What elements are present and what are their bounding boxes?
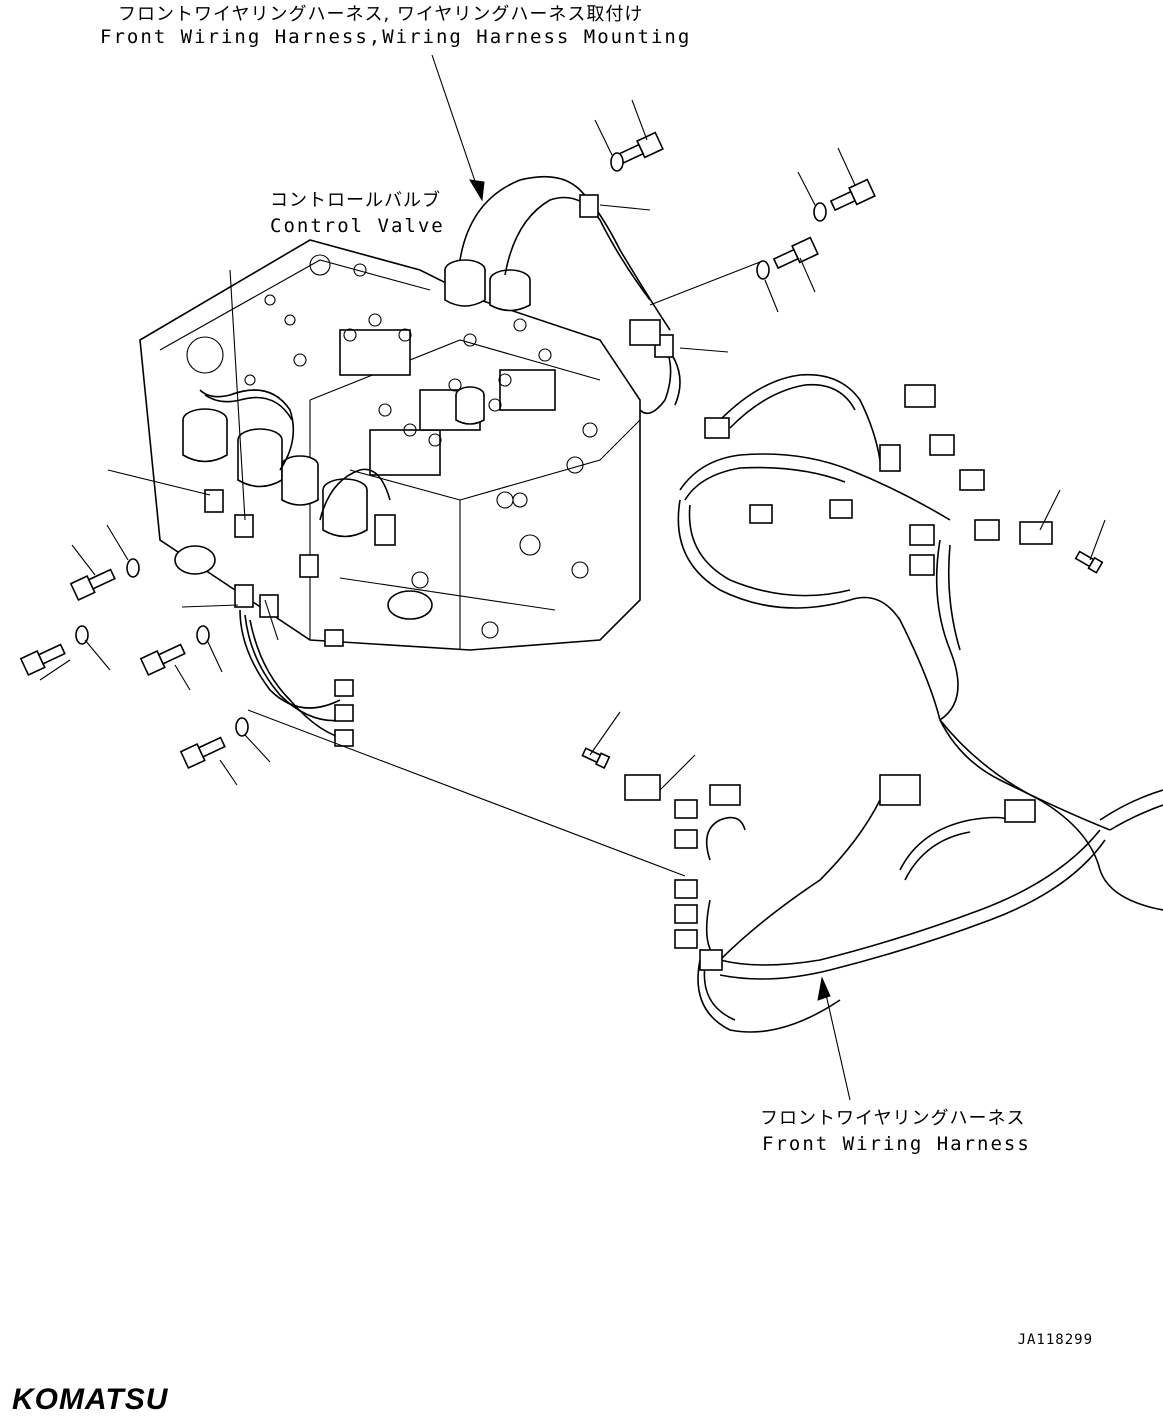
drawing-number: JA118299	[1017, 1332, 1093, 1348]
left-harness	[199, 389, 391, 747]
front-harness-label-en: Front Wiring Harness	[762, 1133, 1031, 1155]
front-harness-mounting-label-jp: フロントワイヤリングハーネス, ワイヤリングハーネス取付け	[118, 4, 644, 25]
upper-harness	[459, 175, 681, 415]
control-valve-body	[139, 239, 641, 651]
control-valve-label-en: Control Valve	[270, 215, 445, 237]
solenoid-valves	[174, 408, 433, 620]
front-harness-label-jp: フロントワイヤリングハーネス	[760, 1108, 1026, 1129]
leader-lines	[39, 54, 1106, 1101]
komatsu-logo: KOMATSU	[12, 1383, 169, 1416]
front-harness-mounting-label-en: Front Wiring Harness,Wiring Harness Moun…	[100, 26, 692, 48]
control-valve-label-jp: コントロールバルブ	[270, 190, 441, 211]
front-wiring-harness	[624, 373, 1163, 1033]
bolts-and-washers	[19, 131, 1104, 770]
arrowheads	[469, 179, 831, 1001]
